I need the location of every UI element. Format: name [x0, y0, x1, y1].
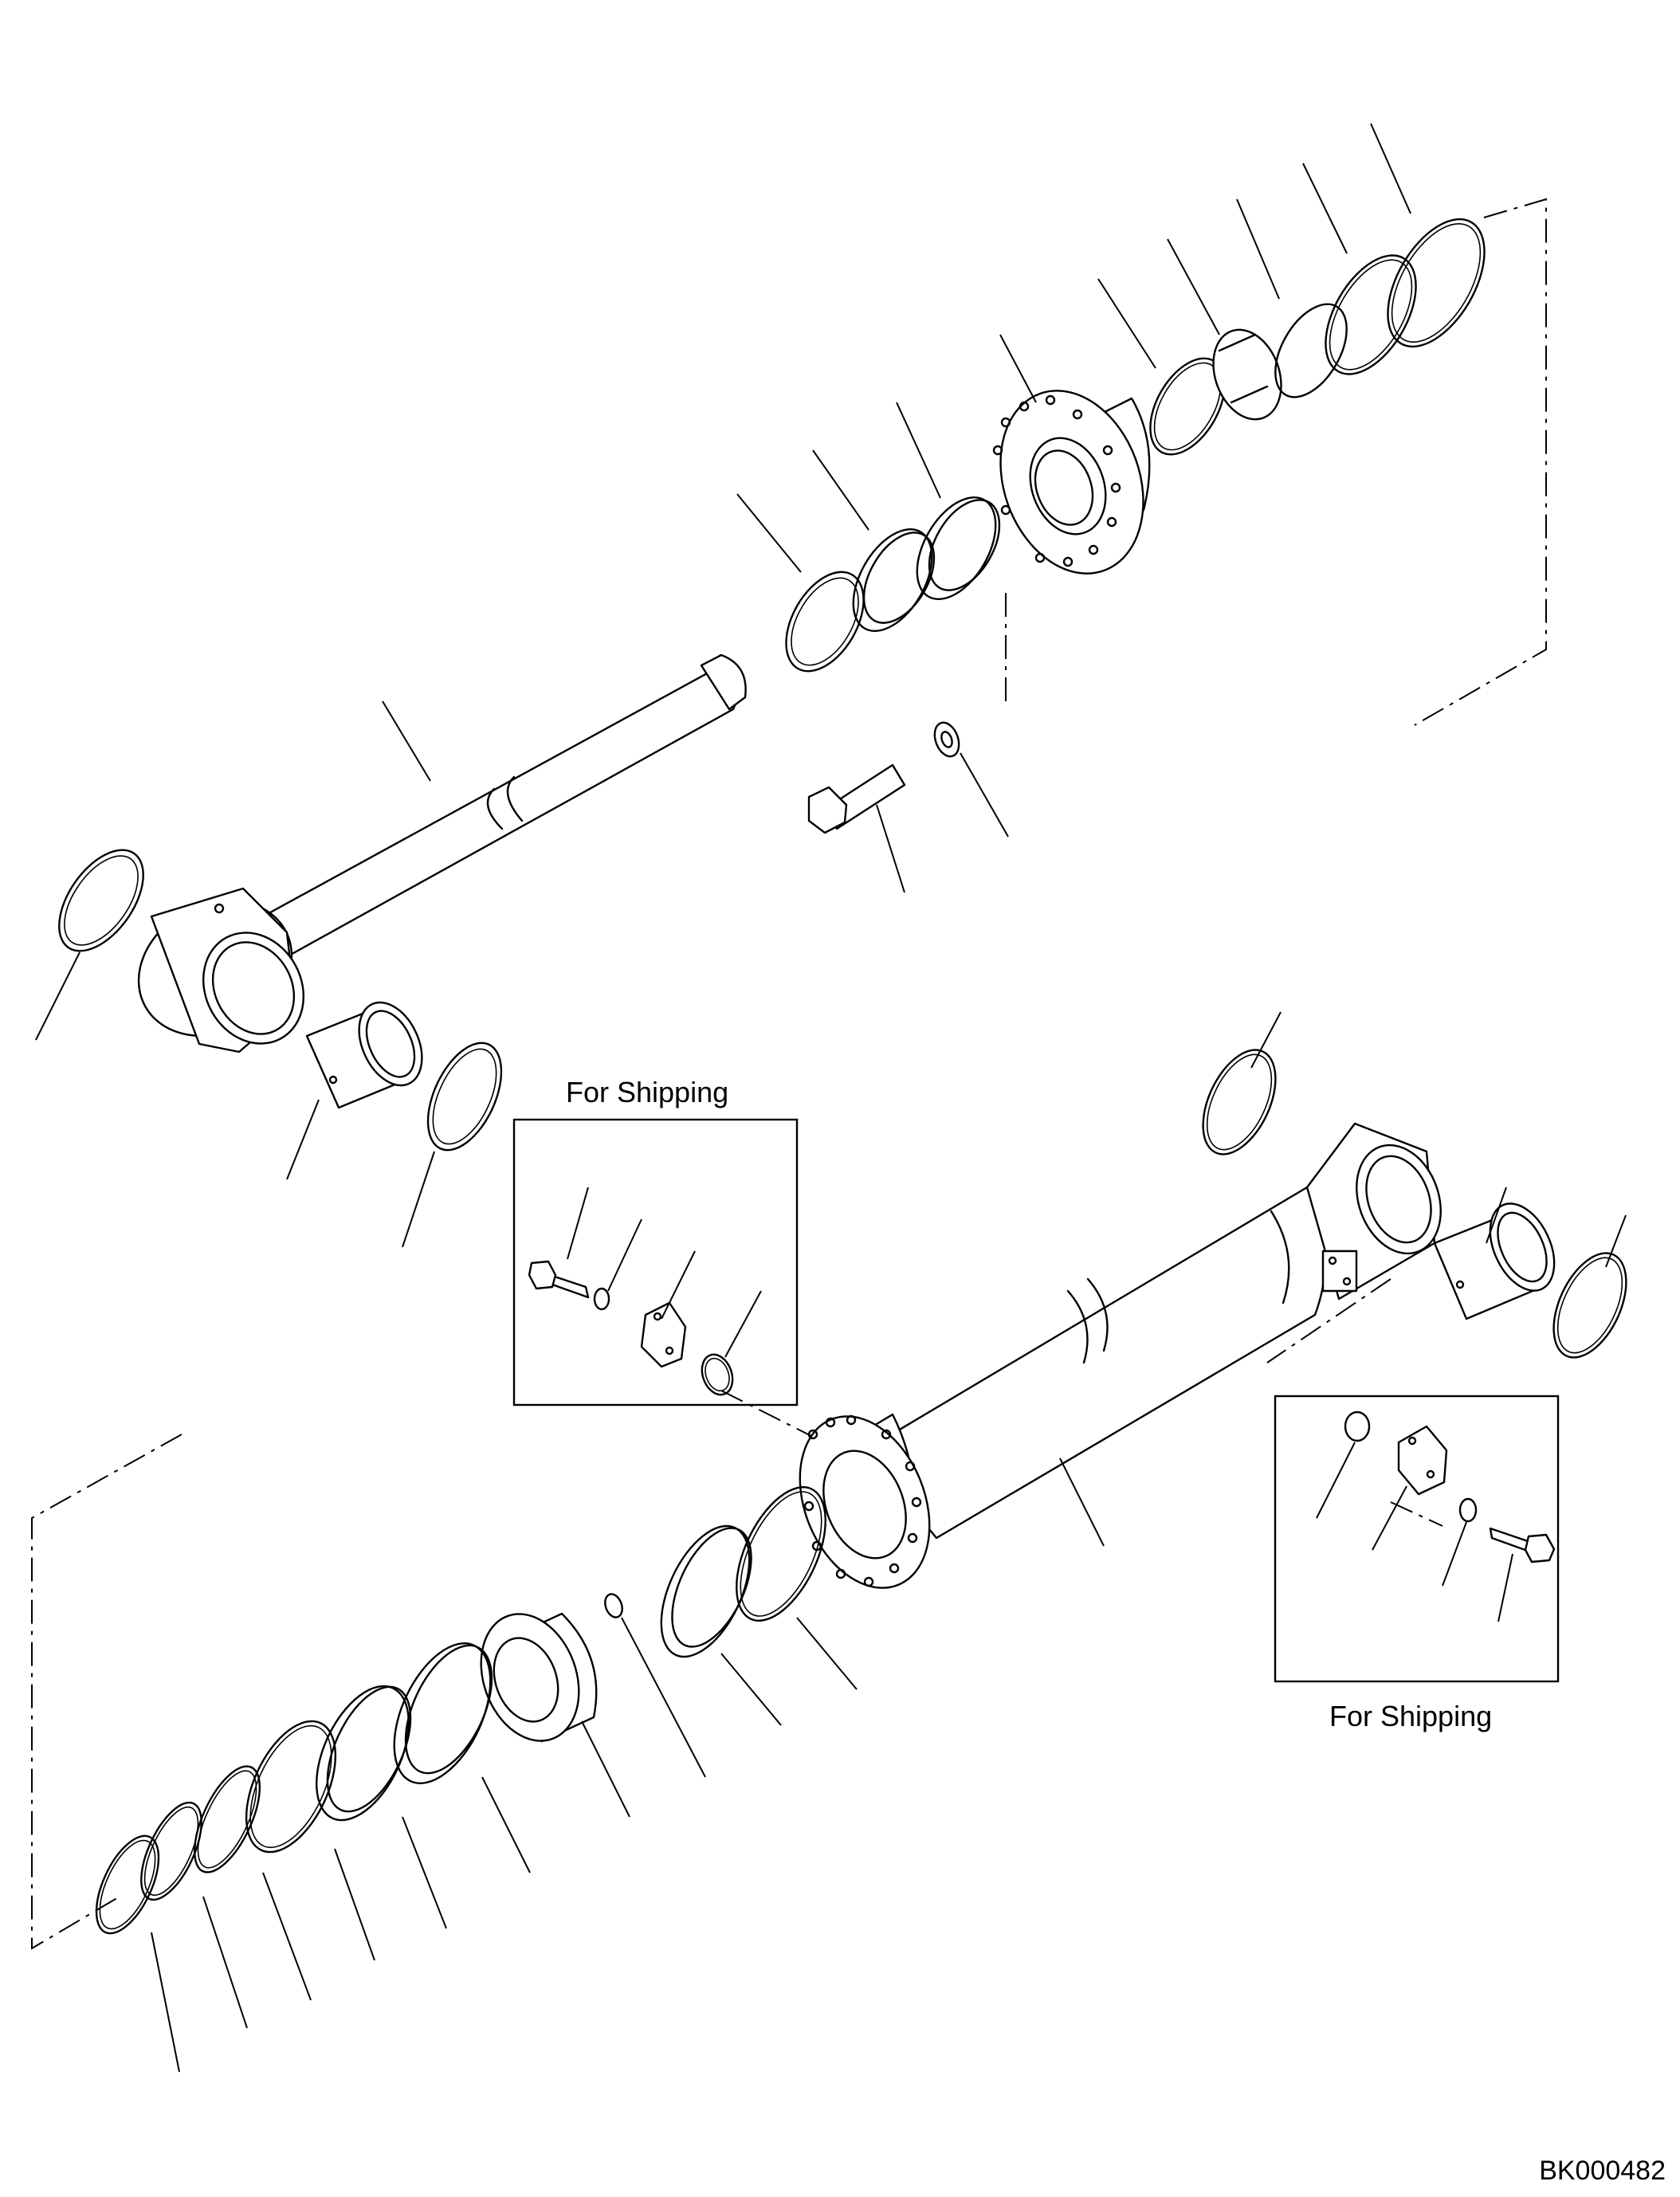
head-bolt: [807, 763, 906, 834]
shipping-plug-bottom: [1344, 1410, 1371, 1442]
snap-ring: [785, 571, 865, 673]
set-screw: [604, 1593, 623, 1618]
rod-eye-ring-left: [58, 849, 144, 952]
backup-ring-piston: [193, 1765, 261, 1873]
shipping-label-top: For Shipping: [566, 1076, 728, 1108]
tube-ring-top: [1202, 1049, 1277, 1155]
o-ring-head: [1325, 254, 1417, 375]
assembly-axes: [31, 198, 1547, 1950]
shipping-flange-top: [640, 1301, 687, 1368]
head-bolt-holes: [992, 394, 1121, 567]
shipping-label-bottom: For Shipping: [1329, 1700, 1492, 1732]
shipping-bolt-bottom: [1489, 1527, 1556, 1563]
tube-bushing: [1433, 1202, 1556, 1320]
ring-small-1: [140, 1801, 202, 1901]
backup-ring-large: [1387, 218, 1486, 348]
shipping-bolt-top: [528, 1260, 590, 1299]
leader-lines: [35, 123, 1627, 2073]
o-ring-piston: [245, 1720, 337, 1854]
shipping-washer-top: [593, 1287, 610, 1311]
head-washer: [933, 721, 960, 758]
piston: [480, 1612, 598, 1743]
tube-seal-ring: [1552, 1252, 1627, 1359]
bushing: [1212, 328, 1282, 421]
rod-eye-seal-ring: [426, 1042, 503, 1151]
backup-ring: [1274, 303, 1348, 398]
shipping-box-bottom: [1274, 1395, 1560, 1683]
rod-eye-bushing: [305, 1001, 423, 1109]
rod-packing: [916, 496, 1001, 601]
drawing-code: BK000482: [1539, 2156, 1666, 2186]
shipping-box-top: [512, 1118, 799, 1406]
slipper-ring: [316, 1685, 412, 1822]
wear-ring: [660, 1524, 752, 1658]
tube-bolt-holes: [803, 1414, 922, 1587]
piston-rod: [137, 653, 747, 1053]
shipping-flange-bottom: [1397, 1425, 1448, 1496]
cylinder-head: [992, 390, 1151, 575]
shipping-washer-bottom: [1458, 1497, 1478, 1523]
ring-small-2: [95, 1834, 160, 1935]
cylinder-tube: [799, 1122, 1442, 1589]
shipping-o-ring-top: [701, 1353, 734, 1396]
